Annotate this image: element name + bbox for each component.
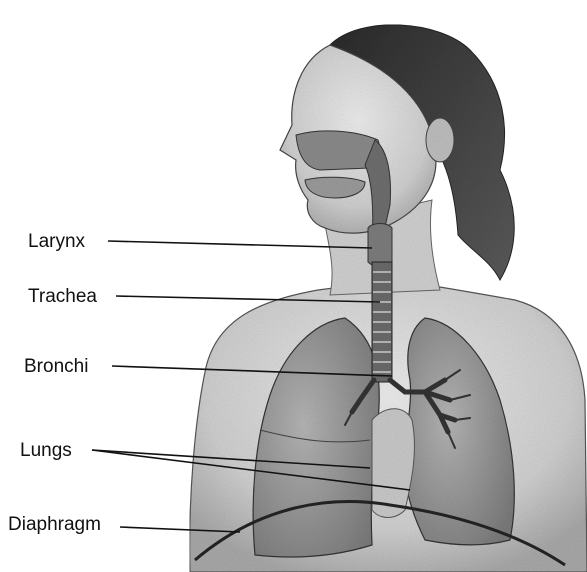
label-lungs: Lungs — [20, 440, 72, 461]
label-bronchi: Bronchi — [24, 356, 88, 377]
label-trachea: Trachea — [28, 286, 97, 307]
ear-shape — [426, 118, 454, 162]
label-larynx: Larynx — [28, 231, 86, 252]
labels: Larynx Trachea Bronchi Lungs Diaphragm — [8, 231, 101, 535]
label-diaphragm: Diaphragm — [8, 514, 101, 535]
larynx-shape — [368, 224, 392, 267]
